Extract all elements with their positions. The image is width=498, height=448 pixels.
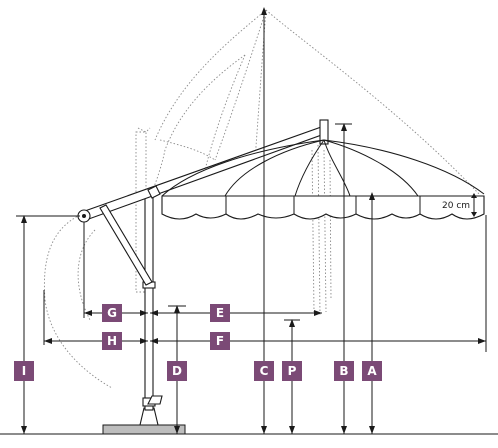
arm [77, 119, 329, 286]
label-badge-p: P [282, 361, 302, 381]
svg-text:E: E [216, 306, 224, 320]
svg-text:D: D [172, 364, 182, 378]
label-badge-d: D [167, 361, 187, 381]
svg-text:C: C [260, 364, 269, 378]
label-badge-g: G [102, 304, 122, 322]
mast [142, 195, 163, 411]
label-badge-e: E [210, 304, 230, 322]
label-badge-i: I [14, 361, 34, 381]
label-badge-f: F [210, 332, 230, 350]
valance-height-annotation: 20 cm [442, 193, 477, 217]
vertical-dimensions [16, 7, 487, 434]
svg-text:I: I [22, 364, 26, 378]
valance-height-label: 20 cm [442, 201, 470, 211]
svg-text:P: P [288, 364, 297, 378]
svg-text:A: A [367, 364, 377, 378]
label-badge-h: H [102, 332, 122, 350]
svg-text:F: F [216, 334, 224, 348]
horizontal-dimensions [44, 310, 486, 344]
svg-text:H: H [107, 334, 117, 348]
svg-text:B: B [339, 364, 348, 378]
label-badge-a: A [362, 361, 382, 381]
label-badge-c: C [254, 361, 274, 381]
base-plate [0, 407, 498, 435]
svg-text:G: G [107, 306, 117, 320]
label-badge-b: B [334, 361, 354, 381]
